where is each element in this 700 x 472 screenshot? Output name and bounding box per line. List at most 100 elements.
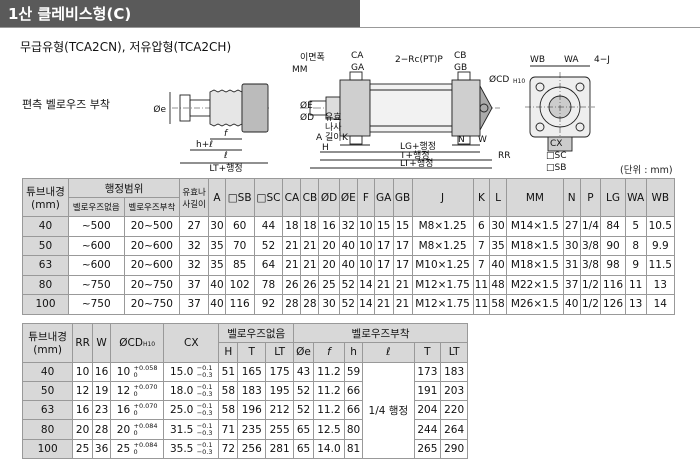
table-cell: 30 bbox=[318, 294, 340, 315]
table-cell: 1/4 bbox=[579, 216, 602, 237]
th2-bore: 튜브내경(mm) bbox=[21, 323, 74, 363]
table-cell: 51 bbox=[218, 361, 239, 382]
table-cell: 90 bbox=[600, 235, 626, 256]
label-cb: CB bbox=[454, 51, 466, 61]
th-j: J bbox=[411, 178, 474, 217]
table-cell: 25 bbox=[72, 438, 93, 460]
th-ca: CA bbox=[282, 178, 302, 217]
th-bellows: 벨로우즈부착 bbox=[123, 197, 181, 217]
table-cell: 25 bbox=[318, 274, 340, 295]
table-cell: 20~750 bbox=[123, 274, 181, 295]
table-cell: 40 bbox=[338, 235, 359, 256]
table-cell: 40 bbox=[21, 361, 74, 382]
th-bore: 튜브내경(mm) bbox=[22, 178, 69, 217]
table-cell: 32 bbox=[179, 235, 210, 256]
table-cell: 20~500 bbox=[123, 216, 181, 237]
table-cell: 70 bbox=[224, 235, 255, 256]
table-cell: 80 bbox=[21, 419, 74, 440]
table-cell: 10 bbox=[357, 216, 375, 237]
unit-note: (단위 : mm) bbox=[620, 165, 673, 176]
th-eff-thread: 유효나사길이 bbox=[179, 178, 210, 217]
table-cell: 58 bbox=[489, 294, 507, 315]
label-sc: □SC bbox=[546, 151, 567, 161]
table-cell: 10 bbox=[357, 235, 375, 256]
table-cell: 116 bbox=[600, 274, 626, 295]
label-gb: GB bbox=[454, 63, 467, 73]
th-lg: LG bbox=[600, 178, 626, 217]
table-cell: 1/2 bbox=[579, 294, 602, 315]
table-cell: 18 bbox=[300, 216, 320, 237]
label-4j: 4−J bbox=[594, 55, 610, 65]
section-title: 1산 클레비스형(C) bbox=[8, 5, 132, 23]
table-cell: 23 bbox=[91, 400, 112, 421]
table-cell: 30 bbox=[562, 235, 581, 256]
table-cell: 7 bbox=[472, 235, 491, 256]
table-cell: 7 bbox=[472, 255, 491, 276]
th-no-bellows: 벨로우즈없음 bbox=[67, 197, 125, 217]
table-cell: ~600 bbox=[67, 255, 125, 276]
th2-l: ℓ bbox=[362, 342, 415, 363]
table-cell: 165 bbox=[237, 361, 267, 382]
table-cell: 63 bbox=[22, 255, 69, 276]
table-cell: ~750 bbox=[67, 294, 125, 315]
table-cell: 17 bbox=[392, 255, 413, 276]
table-cell: 15 bbox=[373, 216, 394, 237]
table-cell: 80 bbox=[343, 419, 364, 440]
table-cell: 92 bbox=[253, 294, 284, 315]
table-cell: 40 bbox=[489, 255, 507, 276]
label-k: K bbox=[342, 133, 349, 143]
table-cell: 78 bbox=[253, 274, 284, 295]
th-n: N bbox=[562, 178, 581, 217]
cx-cell: 15.0 −0.1−0.3 bbox=[163, 361, 220, 382]
table-cell: 14 bbox=[357, 294, 375, 315]
th-e: ØE bbox=[338, 178, 359, 217]
table-cell: 13 bbox=[645, 274, 676, 295]
table-cell: 17 bbox=[373, 235, 394, 256]
table-cell: 10 bbox=[72, 361, 93, 382]
table-cell: 9.9 bbox=[645, 235, 676, 256]
label-h-l: h+ℓ bbox=[196, 140, 213, 150]
label-n: N bbox=[458, 135, 465, 145]
label-rc: 2−Rc(PT)P bbox=[395, 55, 443, 65]
table-cell: 16 bbox=[318, 216, 340, 237]
table-cell: 244 bbox=[413, 419, 442, 440]
th-sb: □SB bbox=[224, 178, 255, 217]
bellows-side-view bbox=[169, 83, 270, 164]
table-cell: M12×1.75 bbox=[411, 274, 474, 295]
table-cell: 235 bbox=[237, 419, 267, 440]
th-sc: □SC bbox=[253, 178, 284, 217]
th-ga: GA bbox=[373, 178, 394, 217]
table-cell: 66 bbox=[343, 380, 364, 402]
table-cell: 191 bbox=[413, 380, 442, 402]
label-phi-cd: ØCD bbox=[489, 74, 509, 85]
table-cell: 58 bbox=[218, 400, 239, 421]
label-oil: 유효 bbox=[325, 112, 342, 123]
th2-cx: CX bbox=[163, 323, 220, 363]
table-cell: 21 bbox=[282, 235, 302, 256]
table-cell: 98 bbox=[600, 255, 626, 276]
table-cell: 32 bbox=[338, 216, 359, 237]
table-cell: 10 bbox=[357, 255, 375, 276]
table-cell: 36 bbox=[91, 438, 112, 460]
table-cell: 126 bbox=[600, 294, 626, 315]
table-cell: 52 bbox=[293, 400, 314, 421]
label-l: ℓ bbox=[223, 151, 228, 161]
table-cell: 40 bbox=[562, 294, 581, 315]
label-rr: RR bbox=[498, 151, 511, 161]
table-cell: M8×1.25 bbox=[411, 235, 474, 256]
table-cell: 37 bbox=[562, 274, 581, 295]
table-cell: 10.5 bbox=[645, 216, 676, 237]
label-w: W bbox=[478, 135, 487, 145]
table-cell: M18×1.5 bbox=[505, 235, 564, 256]
label-ga: GA bbox=[351, 63, 365, 73]
table-cell: 40 bbox=[208, 274, 226, 295]
table-cell: 65 bbox=[293, 419, 314, 440]
th-wb: WB bbox=[645, 178, 676, 217]
cylinder-front-view bbox=[300, 71, 500, 169]
